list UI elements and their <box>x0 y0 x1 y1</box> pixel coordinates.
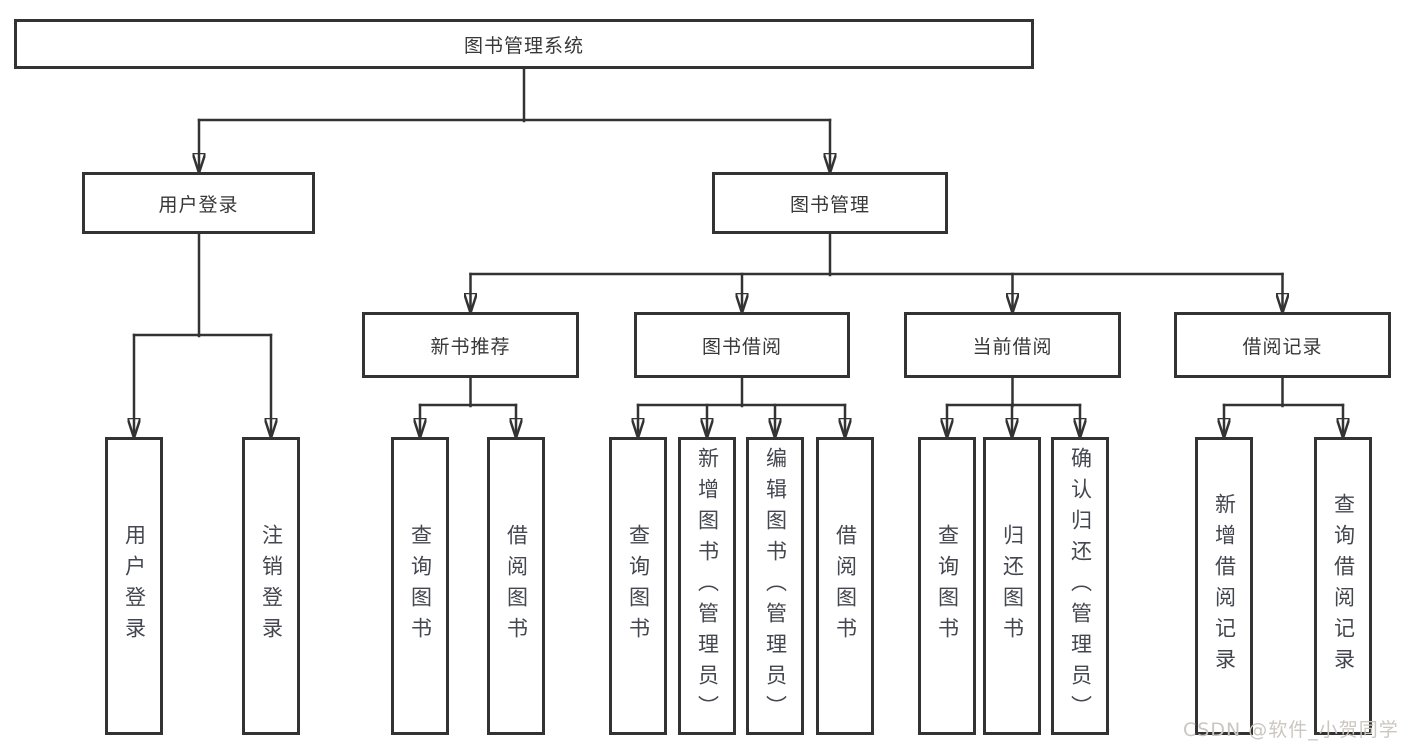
leaf-edit-books-admin: 编辑图书（管理员） <box>746 437 804 735</box>
leaf-return-books-label: 归还图书 <box>1000 524 1025 648</box>
leaf-query-books-2-label: 查询图书 <box>626 524 651 648</box>
leaf-return-books: 归还图书 <box>983 437 1041 735</box>
leaf-edit-books-admin-label: 编辑图书（管理员） <box>763 446 788 726</box>
leaf-borrow-books-2: 借阅图书 <box>816 437 874 735</box>
connector-elbows <box>132 67 1345 408</box>
node-user-login: 用户登录 <box>82 172 315 234</box>
leaf-query-borrow-record: 查询借阅记录 <box>1314 437 1372 735</box>
leaf-borrow-books-1-label: 借阅图书 <box>504 524 529 648</box>
leaf-query-books-1: 查询图书 <box>391 437 449 735</box>
connector-arrows <box>134 118 1343 439</box>
leaf-add-books-admin-label: 新增图书（管理员） <box>695 446 720 726</box>
leaf-confirm-return-admin: 确认归还（管理员） <box>1051 437 1109 735</box>
node-book-borrowing: 图书借阅 <box>634 312 850 378</box>
csdn-watermark: CSDN @软件_小贺同学 <box>1183 719 1399 741</box>
leaf-user-login-label: 用户登录 <box>122 524 147 648</box>
leaf-borrow-books-1: 借阅图书 <box>487 437 545 735</box>
node-new-book-recommend: 新书推荐 <box>362 312 579 378</box>
leaf-query-books-1-label: 查询图书 <box>408 524 433 648</box>
leaf-query-books-2: 查询图书 <box>609 437 667 735</box>
leaf-logout: 注销登录 <box>242 437 300 735</box>
leaf-borrow-books-2-label: 借阅图书 <box>833 524 858 648</box>
leaf-add-borrow-record: 新增借阅记录 <box>1195 437 1253 735</box>
leaf-add-borrow-record-label: 新增借阅记录 <box>1212 493 1237 679</box>
leaf-user-login: 用户登录 <box>105 437 163 735</box>
node-library-management-system: 图书管理系统 <box>14 19 1034 69</box>
leaf-confirm-return-admin-label: 确认归还（管理员） <box>1068 446 1093 726</box>
leaf-query-borrow-record-label: 查询借阅记录 <box>1331 493 1356 679</box>
node-current-borrowing: 当前借阅 <box>904 312 1121 378</box>
leaf-add-books-admin: 新增图书（管理员） <box>678 437 736 735</box>
node-borrowing-records: 借阅记录 <box>1174 312 1391 378</box>
leaf-query-books-3: 查询图书 <box>918 437 976 735</box>
leaf-query-books-3-label: 查询图书 <box>935 524 960 648</box>
leaf-logout-label: 注销登录 <box>259 524 284 648</box>
node-book-management: 图书管理 <box>712 172 948 234</box>
